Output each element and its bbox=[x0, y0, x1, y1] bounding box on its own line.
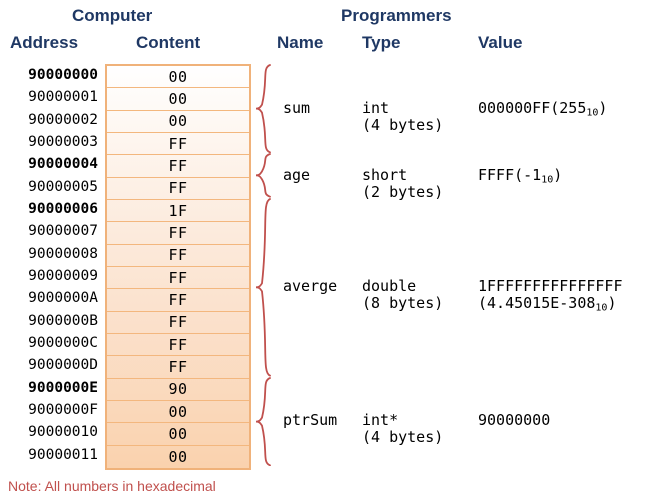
memory-cell-row: FF bbox=[107, 334, 249, 357]
memory-cell-row: 1F bbox=[107, 200, 249, 223]
memory-cell-value: 90 bbox=[168, 380, 188, 399]
variable-value: 000000FF(25510) bbox=[478, 98, 608, 119]
memory-cell-value: FF bbox=[168, 313, 188, 332]
memory-cell-value: 00 bbox=[168, 112, 188, 131]
variable-name: ptrSum bbox=[283, 411, 338, 430]
address-label: 9000000F bbox=[28, 401, 98, 418]
memory-cell-value: 00 bbox=[168, 447, 188, 466]
variable-size: (4 bytes) bbox=[362, 115, 444, 134]
variable-size: (4 bytes) bbox=[362, 428, 444, 447]
memory-cell-row: FF bbox=[107, 178, 249, 200]
address-label: 90000009 bbox=[28, 267, 98, 284]
variable-size: (8 bytes) bbox=[362, 294, 444, 313]
memory-cell-value: 00 bbox=[168, 424, 188, 443]
address-label: 9000000C bbox=[28, 334, 98, 351]
variable-value-decimal: (4.45015E-30810) bbox=[478, 294, 617, 314]
memory-cell-row: 00 bbox=[107, 423, 249, 446]
address-label: 90000001 bbox=[28, 89, 98, 106]
memory-cell-value: FF bbox=[168, 156, 188, 175]
memory-cell-value: 00 bbox=[168, 402, 188, 421]
memory-cell-row: 00 bbox=[107, 66, 249, 89]
memory-cell-row: FF bbox=[107, 312, 249, 334]
address-label: 90000004 bbox=[28, 156, 98, 173]
group-heading-programmers: Programmers bbox=[341, 6, 452, 25]
memory-cell-value: FF bbox=[168, 223, 188, 242]
column-heading-address: Address bbox=[10, 33, 79, 52]
column-heading-name: Name bbox=[277, 33, 324, 52]
variable-type: int* bbox=[362, 411, 399, 430]
variable-value: 1FFFFFFFFFFFFFFF bbox=[478, 277, 623, 296]
memory-cell-row: FF bbox=[107, 155, 249, 178]
group-heading-computer: Computer bbox=[72, 6, 153, 25]
address-label: 9000000E bbox=[28, 379, 98, 396]
variable-value: 90000000 bbox=[478, 411, 551, 430]
memory-cell-row: FF bbox=[107, 222, 249, 245]
variable-name: averge bbox=[283, 277, 338, 296]
column-heading-value: Value bbox=[478, 33, 523, 52]
memory-cell-row: FF bbox=[107, 267, 249, 290]
variable-size: (2 bytes) bbox=[362, 182, 444, 201]
variable-type: short bbox=[362, 165, 408, 184]
address-label: 90000006 bbox=[28, 200, 98, 217]
memory-cell-row: 00 bbox=[107, 88, 249, 111]
memory-cell-value: 1F bbox=[168, 201, 188, 220]
memory-cell-row: 00 bbox=[107, 401, 249, 424]
address-label: 90000007 bbox=[28, 223, 98, 240]
address-label: 90000010 bbox=[28, 424, 98, 441]
address-label: 90000003 bbox=[28, 133, 98, 150]
variable-name: age bbox=[283, 165, 311, 184]
variable-brace bbox=[256, 198, 276, 377]
variable-brace bbox=[256, 153, 276, 198]
variable-type: int bbox=[362, 98, 390, 117]
address-label: 90000000 bbox=[28, 67, 98, 83]
variable-brace bbox=[256, 376, 276, 466]
variable-value: FFFF(-110) bbox=[478, 165, 563, 186]
variable-type: double bbox=[362, 277, 417, 296]
memory-cell-row: FF bbox=[107, 289, 249, 312]
memory-cell-value: FF bbox=[168, 335, 188, 354]
memory-cell-row: 90 bbox=[107, 379, 249, 401]
address-label: 9000000A bbox=[28, 290, 98, 307]
footnote-note: Note: All numbers in hexadecimal bbox=[8, 478, 216, 494]
column-heading-type: Type bbox=[362, 33, 401, 52]
memory-cell-value: 00 bbox=[168, 67, 188, 86]
memory-cell-row: 00 bbox=[107, 446, 249, 468]
memory-cell-row: 00 bbox=[107, 111, 249, 133]
memory-cell-value: FF bbox=[168, 246, 188, 265]
address-label: 90000002 bbox=[28, 111, 98, 128]
variable-name: sum bbox=[283, 98, 311, 117]
address-label: 90000008 bbox=[28, 245, 98, 262]
memory-cell-value: FF bbox=[168, 268, 188, 287]
address-label: 9000000D bbox=[28, 357, 98, 374]
memory-cell-value: FF bbox=[168, 179, 188, 198]
address-label: 90000005 bbox=[28, 178, 98, 195]
address-label: 90000011 bbox=[28, 446, 98, 463]
address-label: 9000000B bbox=[28, 312, 98, 329]
memory-cell-value: FF bbox=[168, 357, 188, 376]
memory-cell-row: FF bbox=[107, 356, 249, 379]
variable-brace bbox=[256, 64, 276, 154]
memory-cell-value: 00 bbox=[168, 89, 188, 108]
memory-cell-row: FF bbox=[107, 245, 249, 267]
memory-cell-value: FF bbox=[168, 134, 188, 153]
memory-cell-row: FF bbox=[107, 133, 249, 156]
column-heading-content: Content bbox=[136, 33, 201, 52]
memory-cell-value: FF bbox=[168, 290, 188, 309]
